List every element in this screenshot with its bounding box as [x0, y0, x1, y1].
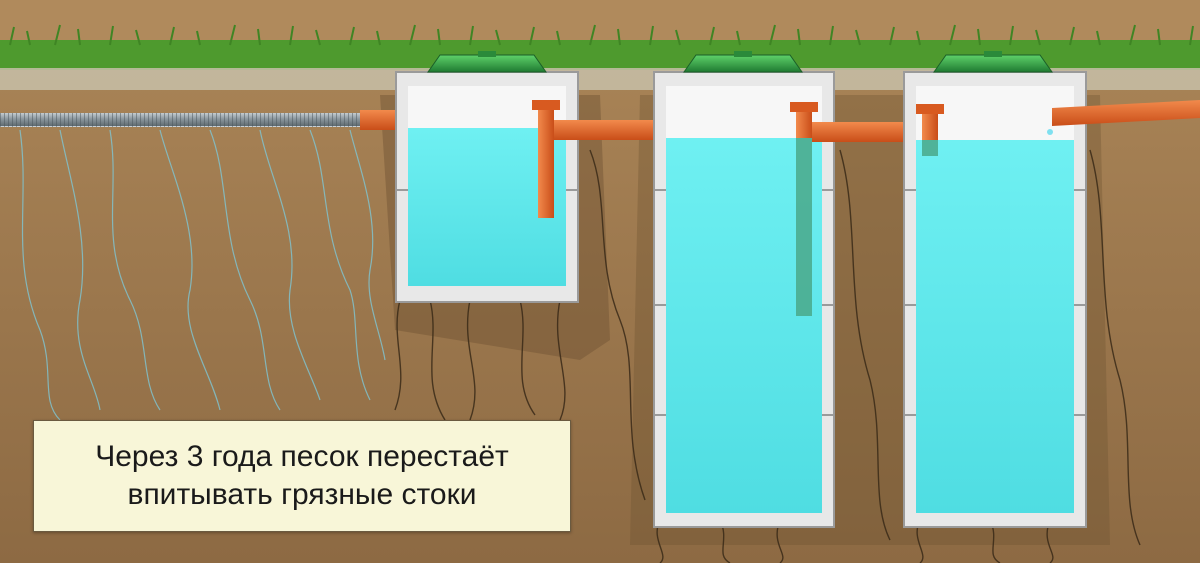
caption-box: Через 3 года песок перестаёт впитывать г… [33, 420, 571, 532]
tank-1-outlet-tee [532, 100, 560, 110]
topsoil [0, 68, 1200, 90]
tank-1-outlet-vertical [538, 100, 554, 218]
tank-2-lid [683, 54, 803, 73]
caption-line-2: впитывать грязные стоки [127, 478, 477, 511]
outlet-pipe-right [1052, 100, 1200, 126]
pipe-tank1-to-tank2 [554, 120, 678, 140]
tank-3-lid [933, 54, 1053, 73]
tank-1-lid [427, 54, 547, 73]
tank-2-inner-pipe [796, 138, 812, 316]
tank-3-water [916, 140, 1074, 513]
grass-blades [9, 24, 1194, 46]
caption-line-1: Через 3 года песок перестаёт [95, 440, 509, 473]
pipe-tank2-to-tank3 [812, 122, 926, 142]
tank-3 [903, 51, 1087, 528]
absorption-roots [19, 129, 386, 421]
corrugated-inlet-pipe [0, 113, 362, 127]
drip [1047, 129, 1053, 135]
